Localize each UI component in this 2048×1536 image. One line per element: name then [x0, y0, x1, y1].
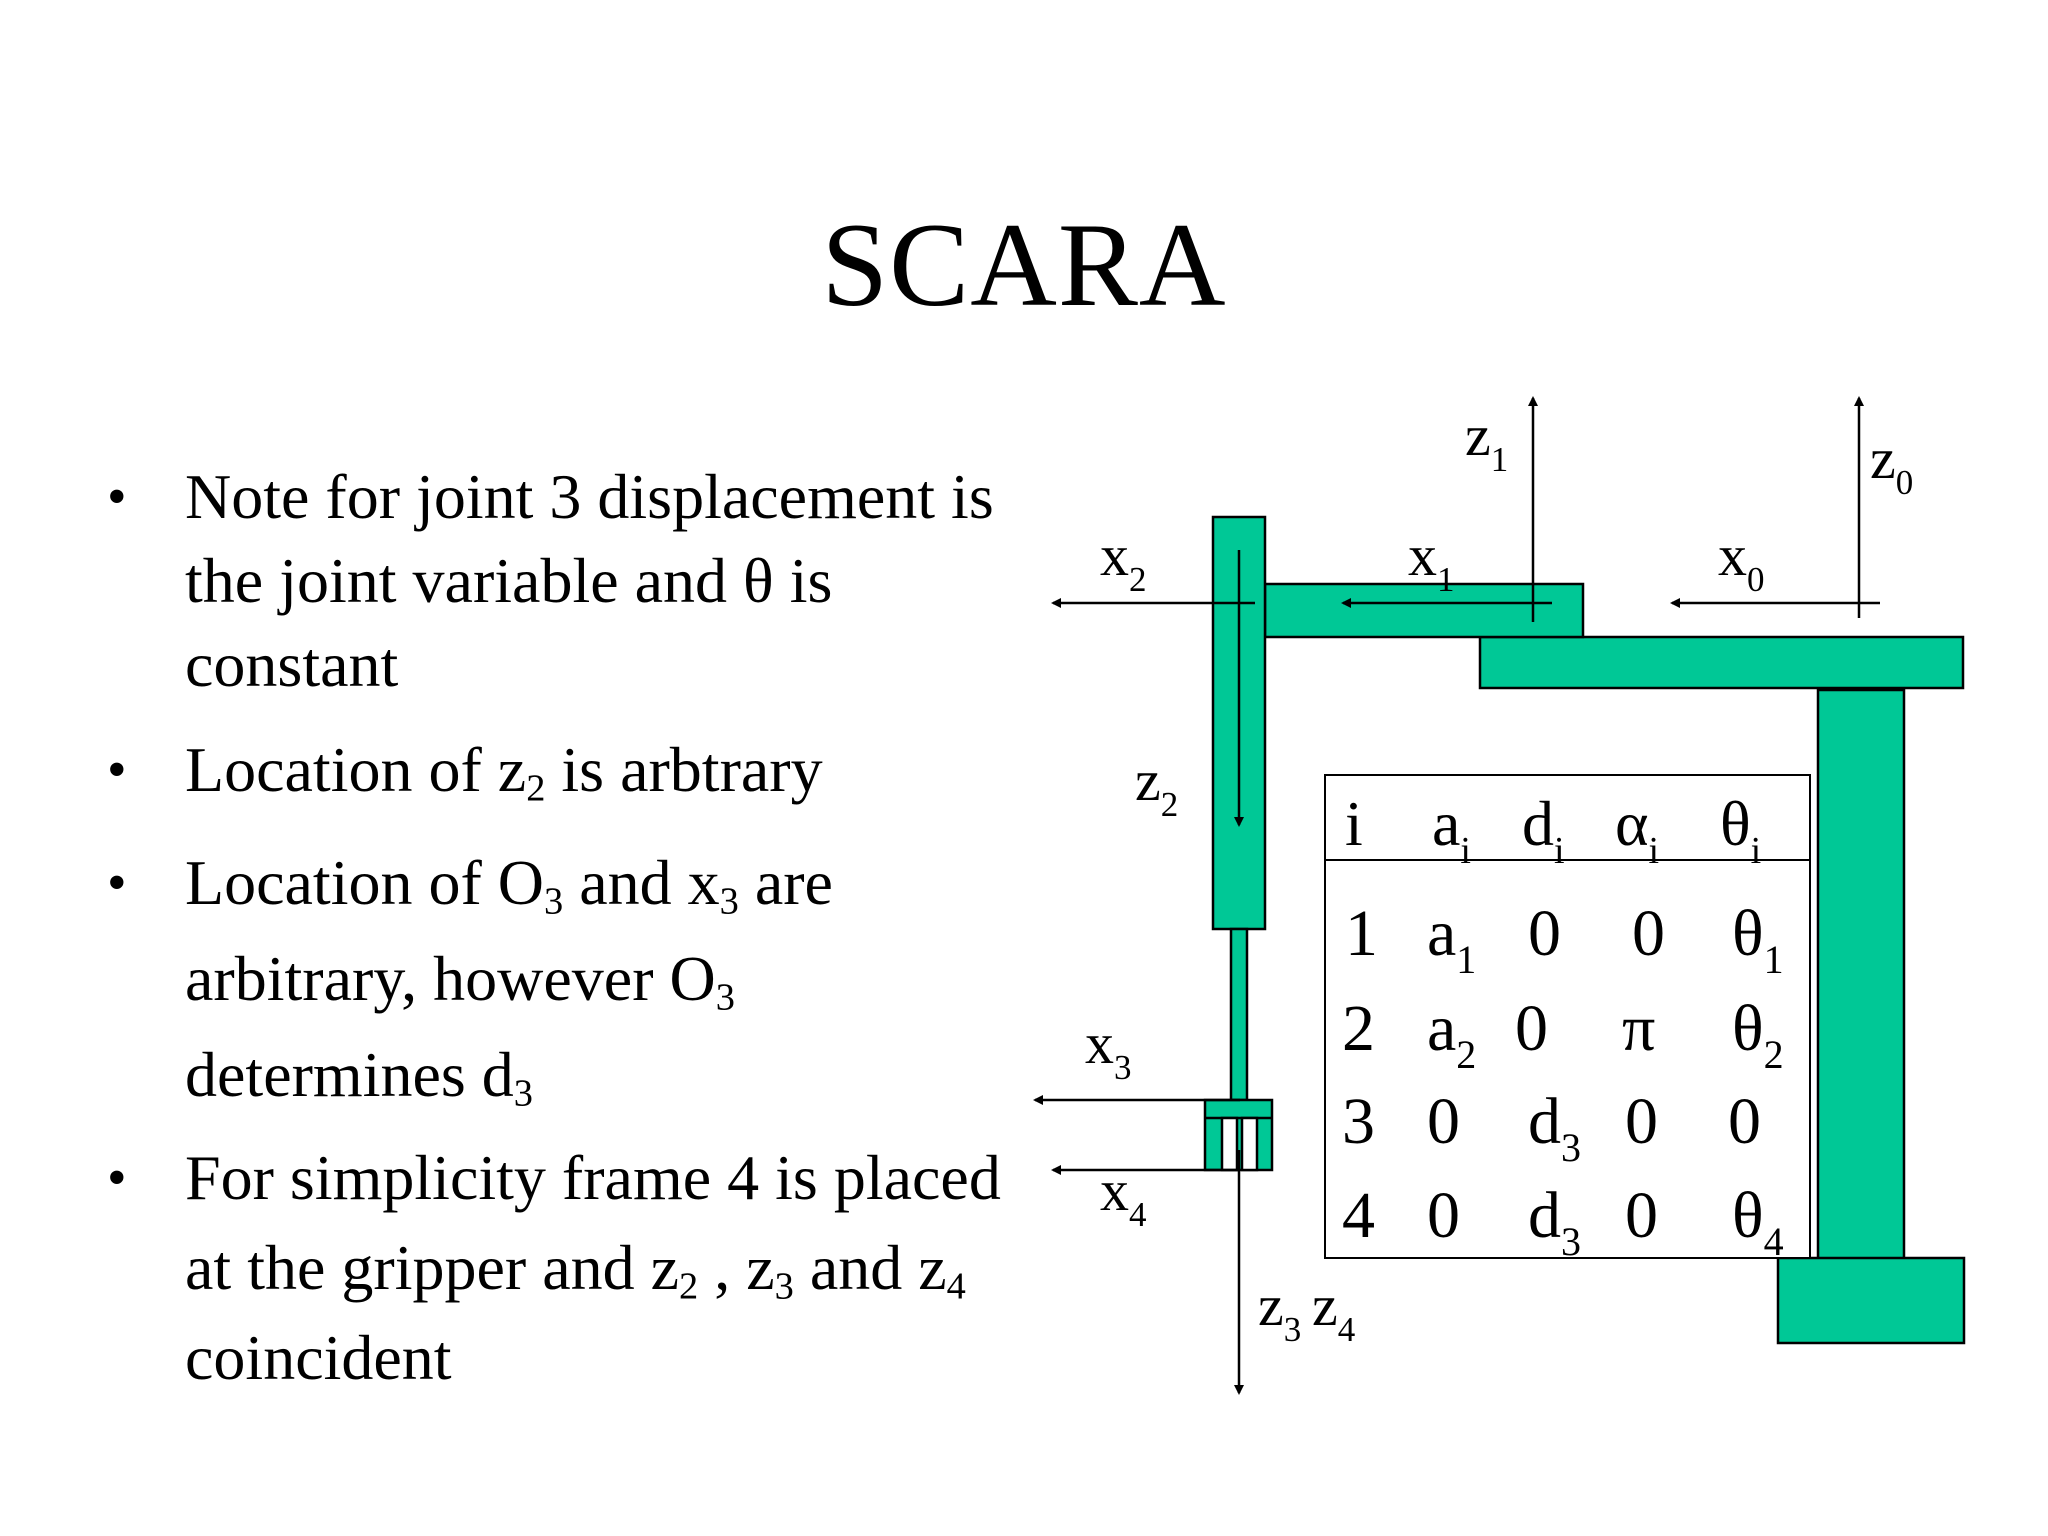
- subscript: 4: [1338, 1310, 1356, 1349]
- subscript: 0: [1747, 560, 1765, 599]
- bullet-dot: •: [107, 1147, 127, 1209]
- subscript: 2: [1764, 1032, 1784, 1077]
- subscript: 2: [1129, 560, 1147, 599]
- subscript: i: [1460, 830, 1471, 872]
- bullet-item: • Note for joint 3 displacement is the j…: [107, 455, 1005, 707]
- slide-title: SCARA: [821, 198, 1227, 331]
- subscript: 1: [1456, 937, 1476, 982]
- subscript: 3: [1114, 1048, 1132, 1087]
- subscript: 3: [544, 880, 564, 923]
- bullet-dot: •: [107, 466, 127, 528]
- subscript: 3: [719, 880, 739, 923]
- subscript: 1: [1764, 937, 1784, 982]
- base-column: [1816, 688, 1906, 1262]
- frame-axes: [1033, 396, 1880, 1395]
- subscript: 3: [1561, 1219, 1581, 1264]
- bullet-text: Location of O3 and x3 are arbitrary, how…: [185, 847, 833, 1115]
- dh-cell: 0: [1427, 1179, 1460, 1252]
- gripper-detail: [1205, 1116, 1272, 1172]
- link-1: [1478, 635, 1965, 690]
- z4-label: z4: [1312, 1273, 1355, 1349]
- bullet-list: • Note for joint 3 displacement is the j…: [107, 455, 1005, 1403]
- dh-cell: d3: [1528, 1179, 1581, 1264]
- dh-cell: 0: [1632, 897, 1665, 970]
- dh-cell: 3: [1342, 1085, 1375, 1158]
- subscript: 1: [1491, 440, 1509, 479]
- dh-cell: π: [1622, 992, 1655, 1065]
- gripper-finger-left: [1220, 1116, 1239, 1172]
- link-2: [1263, 582, 1585, 639]
- z3-label: z3: [1258, 1273, 1301, 1349]
- bullet-dot: •: [107, 739, 127, 801]
- dh-cell: 0: [1625, 1179, 1658, 1252]
- subscript: 3: [513, 1072, 533, 1115]
- bullet-text: For simplicity frame 4 is placed at the …: [185, 1142, 1001, 1393]
- subscript: 1: [1437, 560, 1455, 599]
- z1-label: z1: [1465, 403, 1508, 479]
- bullet-dot: •: [107, 852, 127, 914]
- bullet-item: • For simplicity frame 4 is placed at th…: [107, 1133, 1005, 1403]
- dh-cell: 0: [1728, 1085, 1761, 1158]
- dh-header-cell: i: [1345, 788, 1363, 859]
- subscript: 2: [1161, 785, 1179, 824]
- subscript: 3: [1561, 1125, 1581, 1170]
- subscript: 3: [1284, 1310, 1302, 1349]
- subscript: i: [1554, 830, 1565, 872]
- prismatic-rod: [1229, 927, 1249, 1102]
- z2-label: x2: [1100, 523, 1147, 599]
- z2-label: z2: [1135, 748, 1178, 824]
- subscript: 4: [946, 1265, 966, 1308]
- x4-label: x4: [1100, 1158, 1147, 1234]
- bullet-item: • Location of z2 is arbtrary: [107, 725, 1005, 815]
- subscript: i: [1649, 830, 1660, 872]
- dh-cell: 4: [1342, 1179, 1375, 1252]
- subscript: 3: [715, 976, 735, 1019]
- base-foot: [1776, 1256, 1966, 1345]
- subscript: 2: [679, 1265, 699, 1308]
- bullet-text: Note for joint 3 displacement is the joi…: [185, 461, 994, 700]
- subscript: i: [1751, 830, 1762, 872]
- subscript: 0: [1896, 463, 1914, 502]
- subscript: 2: [1456, 1032, 1476, 1077]
- dh-cell: 0: [1625, 1085, 1658, 1158]
- x3-label: x3: [1085, 1011, 1132, 1087]
- bullet-item: • Location of O3 and x3 are arbitrary, h…: [107, 835, 1005, 1123]
- dh-cell: 2: [1342, 992, 1375, 1065]
- subscript: 4: [1129, 1195, 1147, 1234]
- bullet-text: Location of z2 is arbtrary: [185, 734, 823, 810]
- subscript: 3: [774, 1265, 794, 1308]
- subscript: 2: [526, 767, 546, 810]
- dh-cell: 0: [1427, 1085, 1460, 1158]
- x1-label: x1: [1408, 523, 1455, 599]
- dh-cell: 0: [1528, 897, 1561, 970]
- dh-table-border: [1324, 774, 1811, 1259]
- dh-cell: 1: [1345, 897, 1378, 970]
- subscript: 4: [1764, 1219, 1784, 1264]
- z0-label: z0: [1870, 426, 1913, 502]
- x0-label: x0: [1718, 523, 1765, 599]
- gripper-finger-right: [1240, 1116, 1259, 1172]
- dh-cell: 0: [1515, 992, 1548, 1065]
